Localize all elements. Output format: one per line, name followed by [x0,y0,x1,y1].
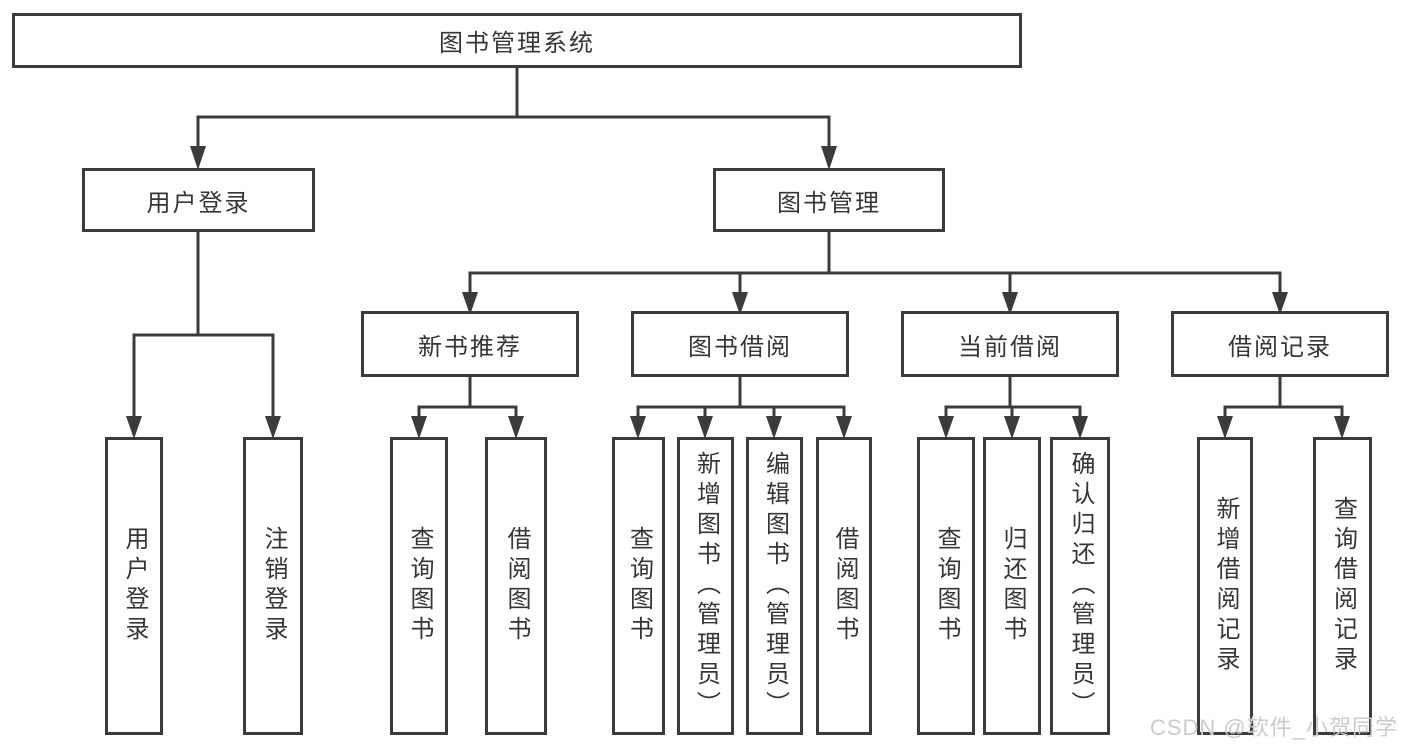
node-book-borrow: 图书借阅 [631,311,849,377]
leaf-current-query-books-label: 查询图书 [933,526,960,646]
leaf-confirm-return-admin: 确认归还（管理员） [1050,437,1110,735]
leaf-recommend-query-books-label: 查询图书 [406,526,433,646]
leaf-add-borrow-record: 新增借阅记录 [1197,437,1253,735]
node-borrow-records: 借阅记录 [1171,311,1389,377]
node-current-borrow: 当前借阅 [901,311,1119,377]
leaf-add-books-admin-label: 新增图书（管理员） [692,451,720,721]
leaf-logout: 注销登录 [243,437,303,735]
leaf-add-books-admin: 新增图书（管理员） [677,437,734,735]
leaf-recommend-query-books: 查询图书 [390,437,448,735]
leaf-edit-books-admin: 编辑图书（管理员） [746,437,803,735]
node-current-borrow-label: 当前借阅 [958,333,1062,361]
leaf-borrow-borrow-books: 借阅图书 [816,437,872,735]
csdn-watermark: CSDN @软件_小贺同学 [1149,715,1398,740]
leaf-borrow-query-books: 查询图书 [612,437,665,735]
node-book-management-label: 图书管理 [777,189,881,217]
leaf-return-books-label: 归还图书 [999,526,1026,646]
leaf-return-books: 归还图书 [983,437,1041,735]
node-borrow-records-label: 借阅记录 [1228,333,1332,361]
leaf-confirm-return-admin-label: 确认归还（管理员） [1067,451,1094,721]
leaf-recommend-borrow-books-label: 借阅图书 [503,526,530,646]
leaf-borrow-borrow-books-label: 借阅图书 [831,526,858,646]
node-user-login-label: 用户登录 [146,189,251,217]
leaf-query-borrow-record: 查询借阅记录 [1313,437,1372,735]
leaf-query-borrow-record-label: 查询借阅记录 [1329,496,1357,676]
node-root-label: 图书管理系统 [439,30,595,57]
leaf-recommend-borrow-books: 借阅图书 [485,437,547,735]
leaf-user-login: 用户登录 [105,437,163,735]
node-book-borrow-label: 图书借阅 [688,333,792,361]
leaf-add-borrow-record-label: 新增借阅记录 [1212,496,1239,676]
node-new-book-recommend: 新书推荐 [361,311,579,377]
leaf-user-login-label: 用户登录 [121,526,148,646]
node-user-login: 用户登录 [82,168,315,232]
leaf-current-query-books: 查询图书 [917,437,975,735]
node-root: 图书管理系统 [12,13,1022,68]
node-book-management: 图书管理 [713,168,945,232]
leaf-borrow-query-books-label: 查询图书 [625,526,653,646]
node-new-book-recommend-label: 新书推荐 [418,333,522,361]
leaf-edit-books-admin-label: 编辑图书（管理员） [761,451,789,721]
leaf-logout-label: 注销登录 [260,526,287,646]
